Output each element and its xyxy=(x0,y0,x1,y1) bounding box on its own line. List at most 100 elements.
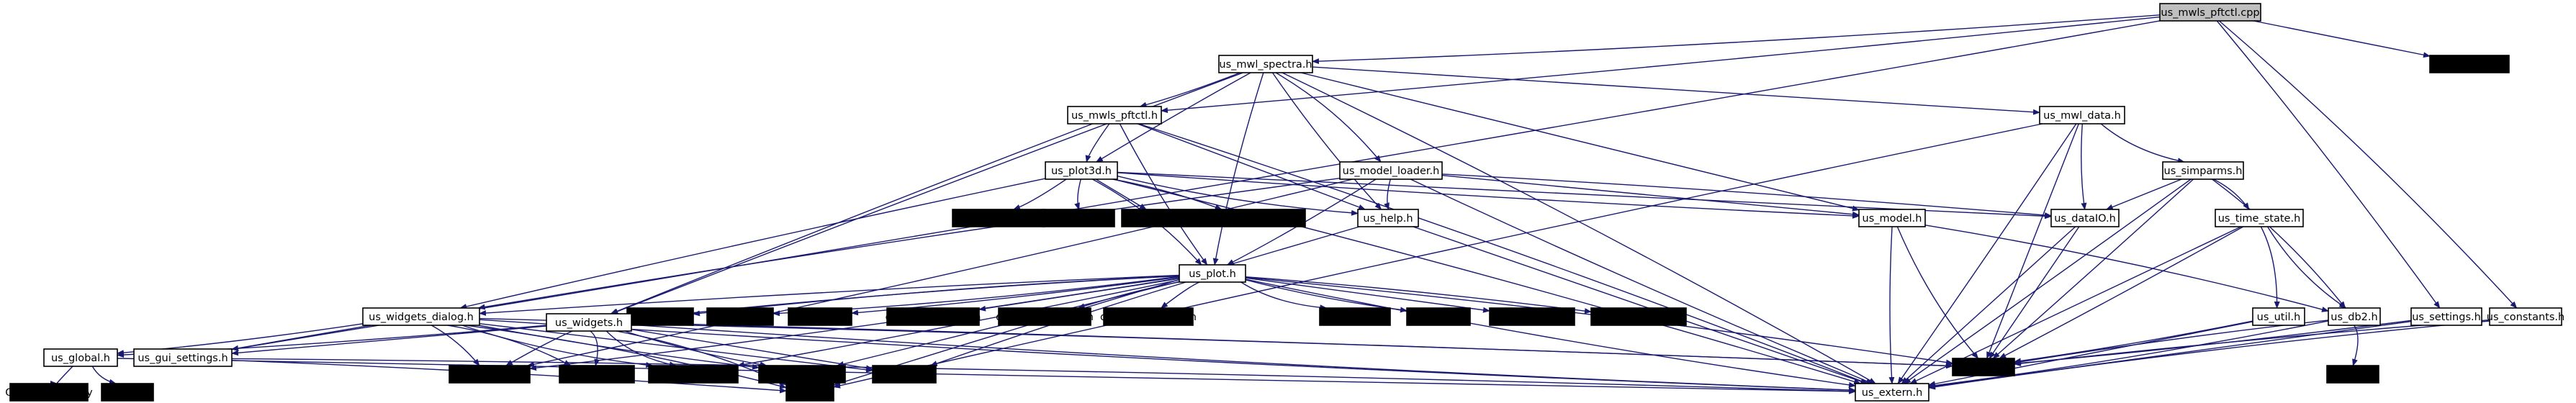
edge-mwldata-to-qtgui xyxy=(833,123,2043,389)
node-label: us_mwls_pftctl.h xyxy=(1071,110,1158,122)
node-label: qwt3d_types.h xyxy=(1122,213,1199,225)
node-zoomer: qwt_plot_zoomer.h xyxy=(996,307,1094,326)
node-symbol: qwt_symbol.h xyxy=(1319,307,1391,326)
node-box xyxy=(998,307,1091,326)
node-box xyxy=(1045,161,1118,180)
edge-plot-to-extern xyxy=(1245,279,1856,388)
node-label: us_plot3d.h xyxy=(1051,166,1112,177)
edge-mwldata-to-dataio xyxy=(2081,123,2087,210)
node-plot3d[interactable]: us_plot3d.h xyxy=(1045,161,1118,180)
node-box xyxy=(952,209,1045,227)
node-db2[interactable]: us_db2.h xyxy=(2328,307,2381,326)
node-label: us_time_state.h xyxy=(2218,213,2301,225)
node-label: qwt3d_surfaceplot.h xyxy=(1199,213,1306,225)
node-grid: qwt_plot_grid.h xyxy=(449,365,531,384)
edge-mwldata-to-extern xyxy=(1897,123,2077,384)
node-curve: qwt_plot_curve.h xyxy=(757,365,847,384)
node-box xyxy=(362,307,480,326)
node-box xyxy=(1218,55,1313,73)
node-widgets[interactable]: us_widgets.h xyxy=(546,313,632,332)
edge-loader-to-dataio xyxy=(1441,173,2052,219)
node-plot[interactable]: us_plot.h xyxy=(1179,264,1246,283)
edge-wdialog-to-guiset xyxy=(231,325,371,351)
node-box xyxy=(886,307,980,326)
edge-wdialog-to-counter xyxy=(447,325,572,366)
edge-simparms-to-qtcore xyxy=(1992,178,2194,359)
node-label: qwt_plot_grid.h xyxy=(449,369,529,381)
edge-mwldata-to-qtcore xyxy=(1986,123,2079,359)
edge-widgets-to-grid xyxy=(505,330,573,366)
edge-plot-to-jerr xyxy=(1245,276,1592,314)
edge-pfit-to-spec xyxy=(1312,14,2161,65)
edge-pftctl-to-plot xyxy=(1119,123,1208,266)
node-label: us_db2.h xyxy=(2330,312,2377,323)
edge-dataio-to-qtcore xyxy=(1989,226,2080,359)
node-loader[interactable]: us_model_loader.h xyxy=(1339,161,1443,180)
node-label: us_model.h xyxy=(1863,213,1922,225)
node-box xyxy=(2039,106,2125,124)
node-panner: qwt_plot_panner.h xyxy=(886,307,981,326)
node-simparms[interactable]: us_simparms.h xyxy=(2162,161,2244,180)
node-qtgui: QtGui xyxy=(785,383,834,402)
node-box xyxy=(2159,3,2261,22)
node-global[interactable]: us_global.h xyxy=(43,348,118,367)
edge-widgets-to-counter xyxy=(590,330,600,366)
node-label: QJsonParseError xyxy=(1597,312,1680,323)
edge-plot3d-to-model xyxy=(1117,172,1860,219)
node-timestate[interactable]: us_time_state.h xyxy=(2215,209,2304,227)
edge-spec-to-plot xyxy=(1212,72,1264,266)
edge-plot-to-grid xyxy=(529,277,1180,371)
node-constants[interactable]: us_constants.h xyxy=(2487,307,2564,326)
edge-plot3d-to-q3func xyxy=(1012,178,1067,210)
node-label: qwt_plot_curve.h xyxy=(757,369,846,381)
edge-widgets-to-qtcore xyxy=(631,323,1953,369)
edge-model-to-qtcore xyxy=(1896,226,1979,359)
node-legend: qwt_legend.h xyxy=(2429,55,2510,73)
edge-spec-to-help xyxy=(1271,72,1382,210)
edge-spec-to-model xyxy=(1300,72,1860,212)
node-spec[interactable]: us_mwl_spectra.h xyxy=(1218,55,1313,73)
edge-spec-to-loader xyxy=(1275,72,1382,163)
node-guiset[interactable]: us_gui_settings.h xyxy=(133,348,233,367)
node-util[interactable]: us_util.h xyxy=(2252,307,2305,326)
node-box xyxy=(1590,307,1687,326)
node-box xyxy=(546,313,632,332)
node-jerr: QJsonParseError xyxy=(1590,307,1687,326)
node-label: qwt_counter.h xyxy=(560,369,634,381)
edge-plot3d-to-wdialog xyxy=(459,178,1046,309)
node-label: qwt_plot.h xyxy=(877,369,932,381)
edge-plot3d-to-extern xyxy=(1112,178,1862,385)
node-settings[interactable]: us_settings.h xyxy=(2410,307,2482,326)
node-extern[interactable]: us_extern.h xyxy=(1855,383,1929,402)
node-help[interactable]: us_help.h xyxy=(1357,209,1419,227)
node-pfit[interactable]: us_mwls_pftctl.cpp xyxy=(2159,3,2261,22)
node-q3plot: qwt3d_plot.h xyxy=(1042,209,1115,227)
node-q3types: qwt3d_types.h xyxy=(1121,209,1200,227)
node-box xyxy=(2489,307,2562,326)
node-wdialog[interactable]: us_widgets_dialog.h xyxy=(362,307,480,326)
node-box xyxy=(648,365,739,384)
node-layer: us_mwls_pftctl.cpp us_mwl_spectra.h qwt_le… xyxy=(5,3,2564,402)
node-box xyxy=(2326,365,2379,384)
node-box xyxy=(1489,307,1575,326)
node-dataio[interactable]: us_dataIO.h xyxy=(2050,209,2120,227)
node-label: QJsonObject xyxy=(629,312,693,323)
edge-plot3d-to-q3plot xyxy=(1074,178,1081,210)
node-metaenum: QMetaEnum xyxy=(1406,307,1471,326)
edge-plot-to-canvas xyxy=(1161,281,1200,309)
node-label: qwt3d_function.h xyxy=(953,213,1043,225)
node-pftctl[interactable]: us_mwls_pftctl.h xyxy=(1067,106,1162,124)
node-box xyxy=(2215,209,2304,227)
node-jarray: QJsonArray xyxy=(788,307,852,326)
node-box xyxy=(2162,161,2244,180)
edge-widgets-to-qwtplot xyxy=(631,329,873,371)
node-label: qwt_symbol.h xyxy=(1319,312,1391,323)
edge-plot-to-jdoc xyxy=(1245,277,1490,313)
node-box xyxy=(1103,307,1194,326)
node-box xyxy=(2410,307,2482,326)
node-mwldata[interactable]: us_mwl_data.h xyxy=(2039,106,2125,124)
node-label: qwt3d_plot.h xyxy=(1045,213,1112,225)
node-model[interactable]: us_model.h xyxy=(1858,209,1926,227)
node-box xyxy=(2252,307,2305,326)
